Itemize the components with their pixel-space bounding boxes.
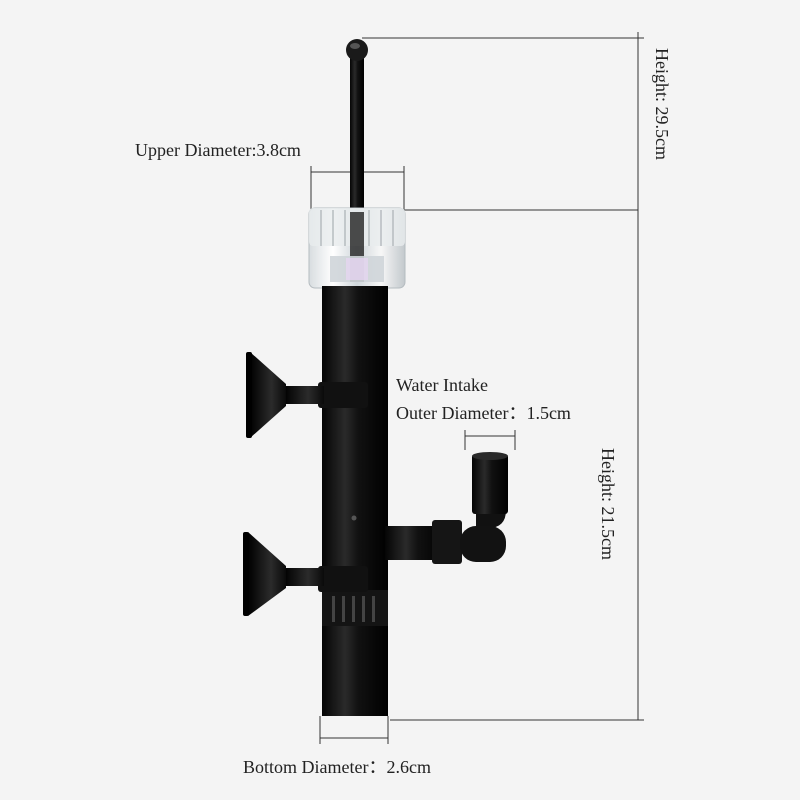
lower-suction-cup — [243, 532, 368, 616]
outlet-pipe — [346, 39, 368, 248]
main-tube — [322, 286, 388, 716]
clear-float-cup — [308, 207, 406, 289]
upper-diameter-label: Upper Diameter:3.8cm — [135, 140, 301, 160]
upper-suction-cup — [246, 352, 368, 438]
total-height-label: Height: 29.5cm — [652, 48, 672, 160]
water-intake-label: Water Intake — [396, 375, 488, 395]
intake-diameter-label: Outer Diameter：1.5cm — [396, 403, 571, 423]
total-height-dimension — [362, 32, 644, 721]
water-intake-elbow — [385, 452, 508, 564]
bottom-diameter-label: Bottom Diameter：2.6cm — [243, 757, 431, 777]
intake-diameter-dimension — [464, 430, 516, 450]
lower-height-label: Height: 21.5cm — [598, 448, 618, 560]
bottom-diameter-dimension — [319, 716, 389, 744]
